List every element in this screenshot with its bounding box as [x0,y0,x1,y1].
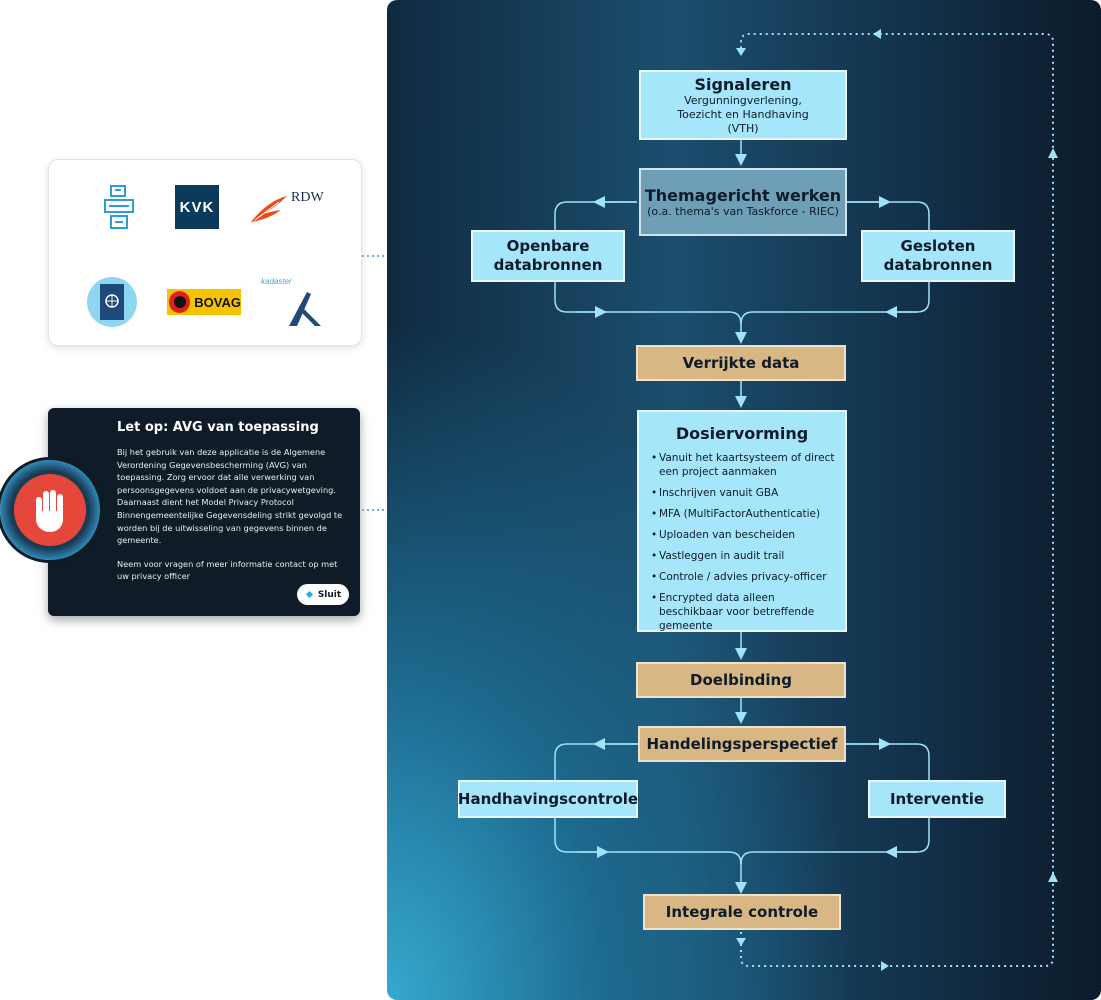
integrale-controle-label: Integrale controle [665,902,819,921]
doelbinding-label: Doelbinding [690,670,792,689]
themagericht-title: Themagericht werken [644,185,842,205]
gesloten-label: Gesloten databronnen [883,237,993,274]
close-button-label: Sluit [317,589,342,600]
handelingsperspectief-label: Handelingsperspectief [646,734,838,753]
close-button[interactable]: Sluit [297,584,349,605]
integrale-controle-box: Integrale controle [643,894,841,930]
handhavingscontrole-label: Handhavingscontrole [457,789,639,808]
themagericht-subtitle: (o.a. thema's van Taskforce - RIEC) [647,204,839,218]
dosiervorming-box: Dosiervorming Vanuit het kaartsysteem of… [637,410,847,632]
interventie-box: Interventie [868,780,1006,818]
data-sources-logo-card: KVK RDW BOVAG kadaster [48,159,362,346]
themagericht-box: Themagericht werken (o.a. thema's van Ta… [639,168,847,236]
bovag-circle-icon [169,291,191,313]
verrijkte-label: Verrijkte data [682,353,800,372]
list-item: Controle / advies privacy-officer [651,570,837,584]
warning-paragraph: Bij het gebruik van deze applicatie is d… [117,447,343,546]
list-item: Vanuit het kaartsysteem of direct een pr… [651,451,837,479]
verrijkte-data-box: Verrijkte data [636,345,846,381]
close-sparkle-icon [305,591,313,598]
flow-connectors [554,29,1058,971]
warning-body: Bij het gebruik van deze applicatie is d… [117,446,349,594]
rdw-feather-icon [251,196,287,222]
list-item: MFA (MultiFactorAuthenticatie) [651,507,837,521]
dosiervorming-list: Vanuit het kaartsysteem of direct een pr… [639,451,845,640]
signaleren-title: Signaleren [694,74,792,94]
list-item: Encrypted data alleen beschikbaar voor b… [651,591,837,633]
openbare-databronnen-box: Openbare databronnen [471,230,625,282]
dosiervorming-title: Dosiervorming [675,424,809,443]
list-item: Inschrijven vanuit GBA [651,486,837,500]
list-item: Uploaden van bescheiden [651,528,837,542]
doelbinding-box: Doelbinding [636,662,846,698]
gesloten-databronnen-box: Gesloten databronnen [861,230,1015,282]
cbs-logo [104,185,134,229]
stop-hand-badge [0,460,100,560]
handelingsperspectief-box: Handelingsperspectief [638,726,846,762]
kvk-logo: KVK [175,185,219,229]
list-item: Vastleggen in audit trail [651,549,837,563]
warning-title: Let op: AVG van toepassing [117,420,319,435]
rdw-logo-text: RDW [291,190,324,205]
flow-diagram-panel: Signaleren Vergunningverlening, Toezicht… [387,0,1101,1000]
bovag-logo: BOVAG [167,289,241,315]
openbare-label: Openbare databronnen [493,237,603,274]
signaleren-subtitle: Vergunningverlening, Toezicht en Handhav… [677,93,809,135]
kadaster-logo [289,292,321,326]
rijksoverheid-logo [87,277,137,327]
avg-warning-dialog: Let op: AVG van toepassing Bij het gebru… [48,408,360,616]
interventie-label: Interventie [889,789,985,808]
handhavingscontrole-box: Handhavingscontrole [458,780,638,818]
stop-hand-icon [36,490,63,532]
signaleren-box: Signaleren Vergunningverlening, Toezicht… [639,70,847,140]
warning-paragraph: Neem voor vragen of meer informatie cont… [117,558,338,582]
kadaster-logo-text: kadaster [261,277,292,286]
